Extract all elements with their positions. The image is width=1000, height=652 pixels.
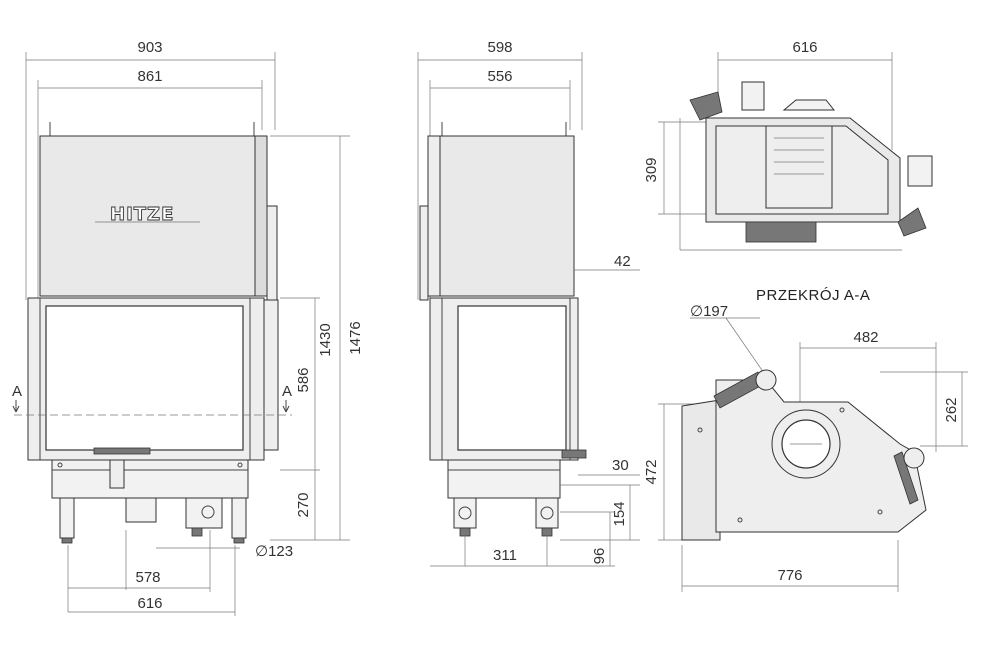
dim-section-262: 262	[943, 397, 960, 422]
dim-front-d123: ∅123	[255, 543, 293, 560]
section-marker-left: A	[12, 383, 22, 400]
section-view: PRZEKRÓJ A-A ∅197 482 262 472 776	[643, 287, 968, 592]
dim-front-903: 903	[137, 39, 162, 56]
dim-side-311: 311	[493, 547, 517, 564]
dim-front-578: 578	[135, 569, 160, 586]
dim-section-472: 472	[643, 459, 660, 484]
dim-side-556: 556	[487, 68, 512, 85]
dim-top-309: 309	[643, 157, 660, 182]
dim-section-d197: ∅197	[690, 303, 728, 320]
dim-section-776: 776	[777, 567, 802, 584]
brand-logo: HITZE	[110, 204, 174, 225]
section-marker-right: A	[282, 383, 292, 400]
dim-side-30: 30	[612, 457, 629, 474]
dim-section-482: 482	[853, 329, 878, 346]
dim-front-1430: 1430	[317, 323, 334, 356]
dim-front-1476: 1476	[347, 321, 364, 354]
dim-top-616: 616	[792, 39, 817, 56]
section-title: PRZEKRÓJ A-A	[756, 287, 870, 304]
dim-side-96: 96	[591, 548, 608, 565]
dim-front-586: 586	[295, 367, 312, 392]
dim-side-154: 154	[611, 501, 628, 526]
dim-front-861: 861	[137, 68, 162, 85]
dim-front-270: 270	[295, 492, 312, 517]
dim-side-42: 42	[614, 253, 631, 270]
front-view: 903 861 HITZE A A	[12, 39, 364, 616]
top-view: 616 309	[643, 39, 933, 251]
dim-front-616: 616	[137, 595, 162, 612]
dim-side-598: 598	[487, 39, 512, 56]
side-view: 598 556 42 30 154	[417, 39, 640, 567]
